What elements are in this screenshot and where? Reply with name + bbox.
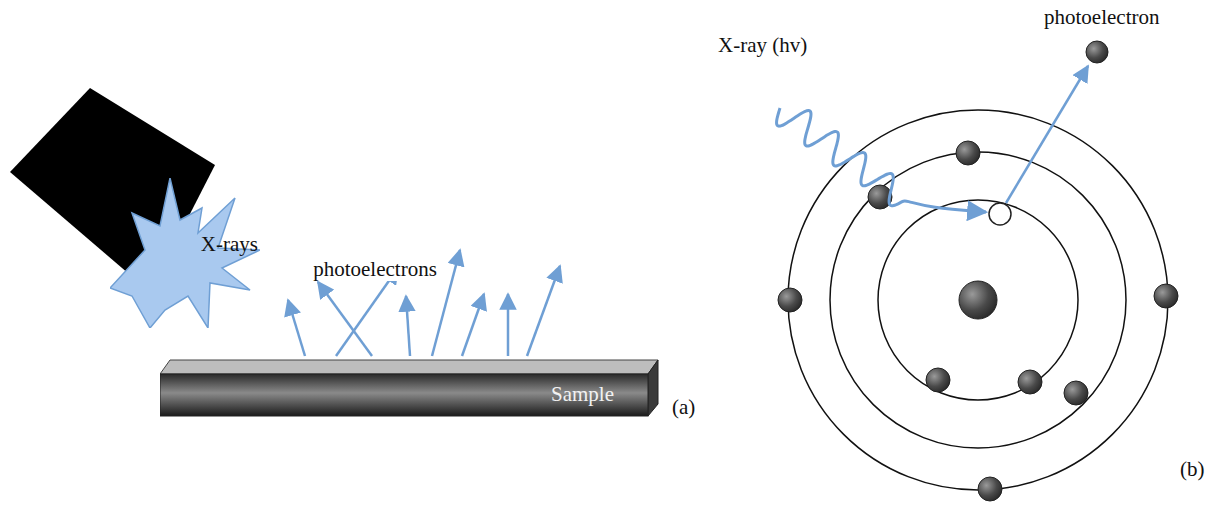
atom (777, 41, 1178, 501)
xray-wave (777, 108, 986, 212)
electron-hole (989, 203, 1011, 225)
photoelectron-arrow (336, 268, 398, 356)
photoelectron-arrow (288, 300, 305, 356)
outer-shell (788, 110, 1168, 490)
panel-label: (a) (672, 396, 695, 419)
electron (1064, 381, 1088, 405)
photoelectron-arrow (406, 296, 410, 356)
electron (1154, 284, 1178, 308)
xray-burst: X-rays (110, 178, 260, 328)
inner-shell (878, 200, 1078, 400)
electron (778, 288, 802, 312)
nucleus (959, 281, 997, 319)
electron (956, 141, 980, 165)
photoelectrons-label: photoelectrons (313, 258, 437, 281)
photoelectron-arrow (318, 282, 372, 356)
xray-label: X-ray (hv) (718, 34, 807, 57)
burst-label: X-rays (201, 233, 258, 256)
electron (926, 368, 950, 392)
electron (978, 477, 1002, 501)
ejection-arrow (1006, 66, 1088, 203)
panel-label: (b) (1180, 458, 1205, 481)
electron (1018, 370, 1042, 394)
photoelectron-arrow (527, 266, 560, 356)
photoelectron-arrow (507, 294, 510, 356)
photoelectron-arrows (288, 250, 560, 356)
electrons (778, 141, 1178, 501)
photoelectron-label: photoelectron (1044, 6, 1159, 29)
sample-label: Sample (551, 383, 614, 406)
photoelectron-ball (1086, 41, 1108, 63)
middle-shell (830, 152, 1126, 448)
sample-bar: Sample (160, 356, 660, 418)
photoelectron-arrow (462, 294, 484, 356)
